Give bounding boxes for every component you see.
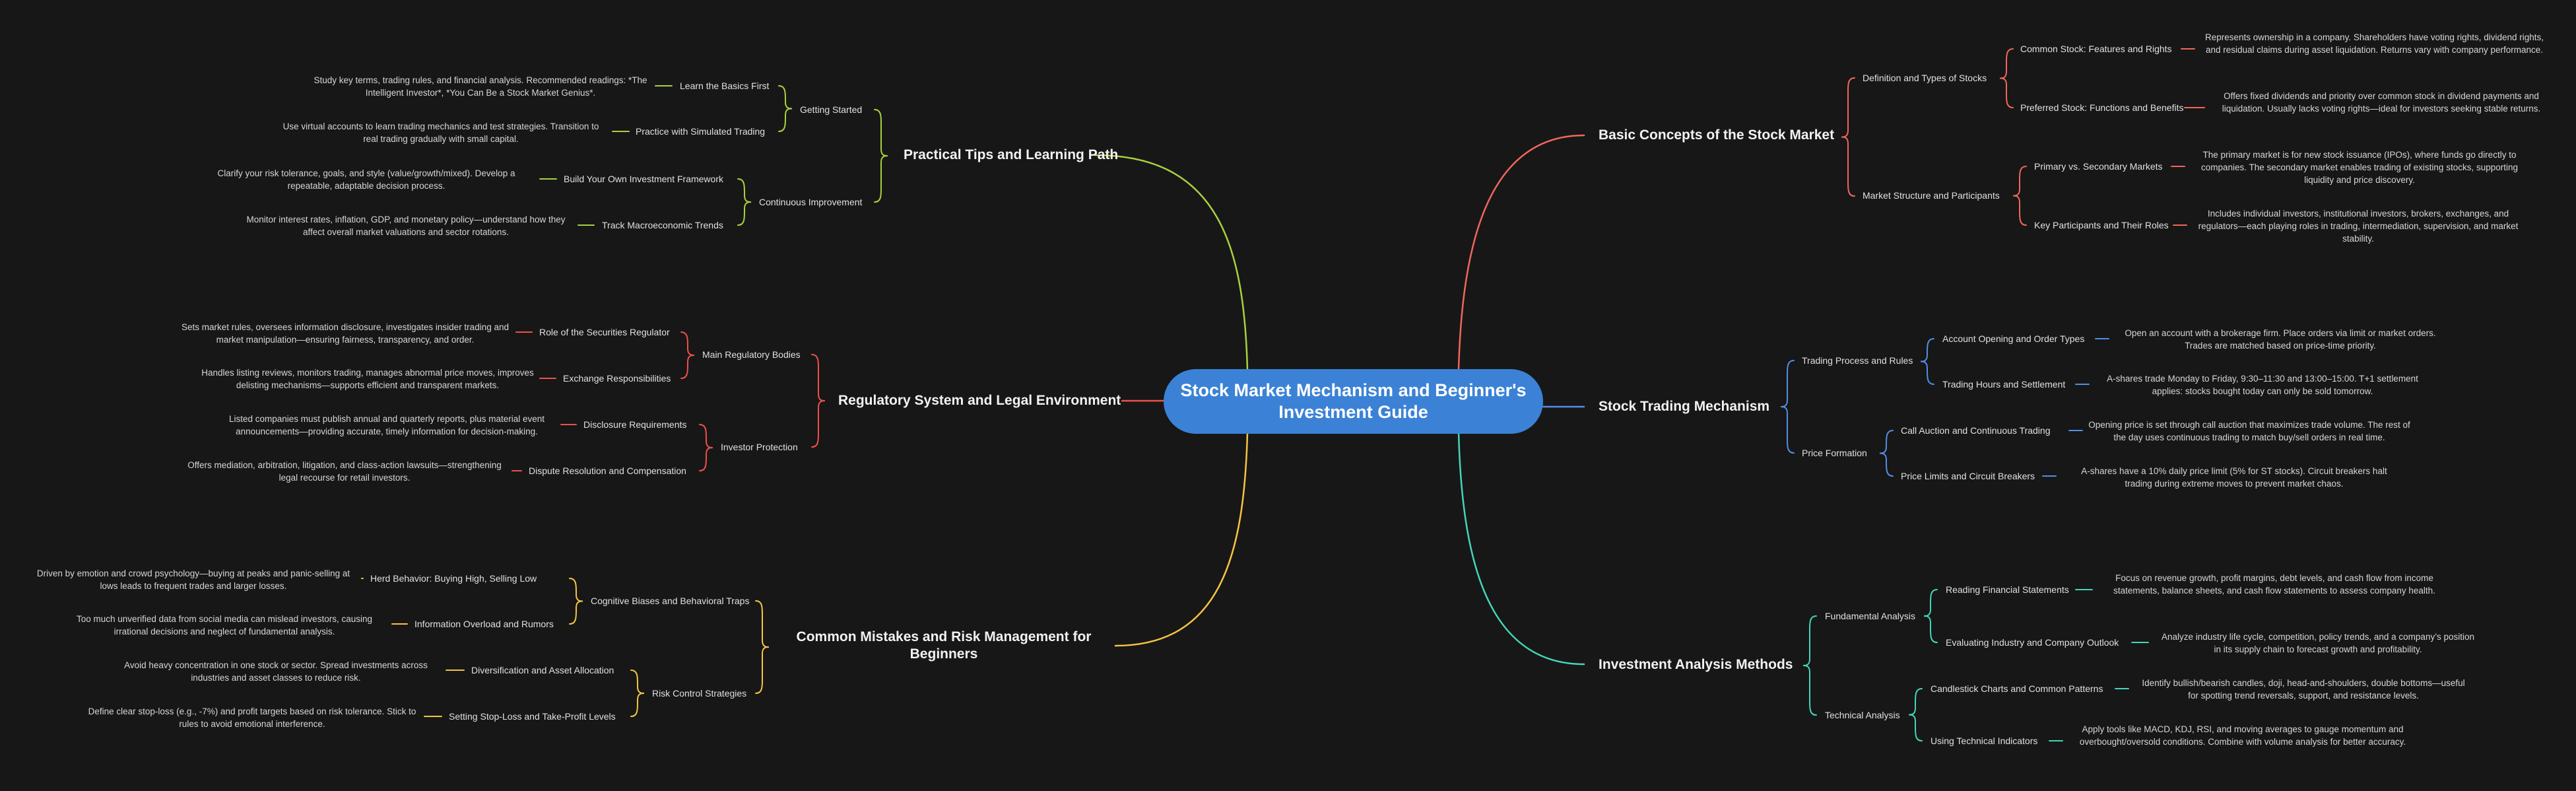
topic-risk-control[interactable]: Risk Control Strategies <box>652 688 747 699</box>
detail-herd-behavior: Driven by emotion and crowd psychology—b… <box>36 568 350 591</box>
subtopic-securities-regulator[interactable]: Role of the Securities Regulator <box>539 327 670 337</box>
bracket-fundamental <box>1923 589 1938 643</box>
detail-simulated-trading: Use virtual accounts to learn trading me… <box>282 121 599 144</box>
detail-candlestick-charts: Identify bullish/bearish candles, doji, … <box>2142 678 2465 701</box>
subtopic-simulated-trading[interactable]: Practice with Simulated Trading <box>636 126 766 137</box>
subtopic-account-opening[interactable]: Account Opening and Order Types <box>1942 333 2085 344</box>
bracket-getting-started <box>778 85 793 132</box>
topic-market-structure[interactable]: Market Structure and Participants <box>1863 190 2000 201</box>
bracket-regulatory-bodies <box>680 331 695 379</box>
detail-learn-basics: Study key terms, trading rules, and fina… <box>314 75 647 98</box>
detail-financial-statements: Focus on revenue growth, profit margins,… <box>2113 573 2435 596</box>
topic-investor-protection[interactable]: Investor Protection <box>721 442 798 452</box>
bracket-risk-control <box>630 670 645 717</box>
topic-fundamental-analysis[interactable]: Fundamental Analysis <box>1825 611 1915 621</box>
subtopic-diversification[interactable]: Diversification and Asset Allocation <box>471 665 614 675</box>
detail-dispute-resolution: Offers mediation, arbitration, litigatio… <box>187 460 502 483</box>
bracket-continuous <box>737 178 752 226</box>
branch-analysis-methods[interactable]: Investment Analysis Methods <box>1599 657 1793 672</box>
branch-regulatory-system[interactable]: Regulatory System and Legal Environment <box>838 393 1121 408</box>
detail-technical-indicators: Apply tools like MACD, KDJ, RSI, and mov… <box>2079 724 2406 747</box>
subtopic-exchange-responsibilities[interactable]: Exchange Responsibilities <box>563 373 671 384</box>
subtopic-herd-behavior[interactable]: Herd Behavior: Buying High, Selling Low <box>370 573 537 584</box>
subtopic-learn-basics[interactable]: Learn the Basics First <box>680 81 770 91</box>
topic-technical-analysis[interactable]: Technical Analysis <box>1825 710 1900 720</box>
subtopic-primary-secondary[interactable]: Primary vs. Secondary Markets <box>2034 161 2163 172</box>
topic-trading-process[interactable]: Trading Process and Rules <box>1802 355 1913 366</box>
topic-cognitive-biases[interactable]: Cognitive Biases and Behavioral Traps <box>591 596 750 606</box>
detail-key-participants: Includes individual investors, instituti… <box>2198 209 2519 244</box>
subtopic-price-limits[interactable]: Price Limits and Circuit Breakers <box>1901 471 2035 481</box>
root-node[interactable]: Stock Market Mechanism and Beginner's In… <box>1164 369 1543 434</box>
link-root-mistakes <box>1114 431 1249 647</box>
subtopic-common-stock[interactable]: Common Stock: Features and Rights <box>2020 44 2172 54</box>
bracket-trading-process <box>1920 338 1934 385</box>
detail-securities-regulator: Sets market rules, oversees information … <box>182 322 509 345</box>
detail-diversification: Avoid heavy concentration in one stock o… <box>124 660 428 683</box>
subtopic-technical-indicators[interactable]: Using Technical Indicators <box>1931 736 2038 746</box>
subtopic-stop-loss[interactable]: Setting Stop-Loss and Take-Profit Levels <box>449 711 616 722</box>
bracket-trading <box>1780 360 1795 454</box>
link-root-practical <box>1094 154 1249 371</box>
subtopic-disclosure[interactable]: Disclosure Requirements <box>583 419 687 430</box>
detail-industry-outlook: Analyze industry life cycle, competition… <box>2162 632 2474 654</box>
detail-price-limits: A-shares have a 10% daily price limit (5… <box>2081 466 2387 489</box>
topic-definition-types[interactable]: Definition and Types of Stocks <box>1863 73 1987 83</box>
subtopic-investment-framework[interactable]: Build Your Own Investment Framework <box>564 174 723 184</box>
subtopic-macro-trends[interactable]: Track Macroeconomic Trends <box>602 220 723 230</box>
topic-continuous-improvement[interactable]: Continuous Improvement <box>759 197 863 207</box>
bracket-regulatory <box>811 354 826 448</box>
detail-preferred-stock: Offers fixed dividends and priority over… <box>2222 91 2541 114</box>
branch-practical-tips[interactable]: Practical Tips and Learning Path <box>904 147 1119 162</box>
detail-stop-loss: Define clear stop-loss (e.g., -7%) and p… <box>88 706 416 729</box>
bracket-basic-structure <box>2012 166 2027 226</box>
subtopic-preferred-stock[interactable]: Preferred Stock: Functions and Benefits <box>2020 102 2184 113</box>
detail-primary-secondary: The primary market is for new stock issu… <box>2200 150 2518 185</box>
bracket-analysis <box>1802 615 1817 716</box>
subtopic-key-participants[interactable]: Key Participants and Their Roles <box>2034 220 2169 230</box>
link-root-analysis <box>1457 431 1585 666</box>
subtopic-dispute-resolution[interactable]: Dispute Resolution and Compensation <box>529 465 686 476</box>
subtopic-trading-hours[interactable]: Trading Hours and Settlement <box>1942 379 2066 390</box>
bracket-basic <box>1841 77 1855 197</box>
detail-information-overload: Too much unverified data from social med… <box>77 614 372 636</box>
bracket-investor-protection <box>699 424 713 471</box>
bracket-practical <box>874 109 888 203</box>
subtopic-industry-outlook[interactable]: Evaluating Industry and Company Outlook <box>1946 637 2119 648</box>
topic-getting-started[interactable]: Getting Started <box>800 104 863 115</box>
bracket-technical <box>1908 688 1923 741</box>
branch-common-mistakes[interactable]: Common Mistakes and Risk Management for … <box>796 629 1092 662</box>
topic-price-formation[interactable]: Price Formation <box>1802 448 1867 458</box>
bracket-cognitive <box>569 578 583 625</box>
subtopic-financial-statements[interactable]: Reading Financial Statements <box>1946 584 2069 595</box>
branch-basic-concepts[interactable]: Basic Concepts of the Stock Market <box>1599 127 1835 143</box>
subtopic-call-auction[interactable]: Call Auction and Continuous Trading <box>1901 425 2051 436</box>
bracket-price-formation <box>1879 430 1894 477</box>
detail-exchange-responsibilities: Handles listing reviews, monitors tradin… <box>201 368 534 390</box>
subtopic-candlestick-charts[interactable]: Candlestick Charts and Common Patterns <box>1931 683 2103 694</box>
detail-call-auction: Opening price is set through call auctio… <box>2088 420 2410 442</box>
detail-trading-hours: A-shares trade Monday to Friday, 9:30–11… <box>2107 374 2418 396</box>
detail-disclosure: Listed companies must publish annual and… <box>228 414 545 436</box>
bracket-mistakes <box>755 600 770 694</box>
subtopic-information-overload[interactable]: Information Overload and Rumors <box>414 619 554 629</box>
detail-common-stock: Represents ownership in a company. Share… <box>2204 32 2544 55</box>
detail-investment-framework: Clarify your risk tolerance, goals, and … <box>217 168 515 191</box>
topic-regulatory-bodies[interactable]: Main Regulatory Bodies <box>702 349 801 360</box>
detail-macro-trends: Monitor interest rates, inflation, GDP, … <box>246 215 566 237</box>
detail-account-opening: Open an account with a brokerage firm. P… <box>2125 328 2436 351</box>
bracket-basic-types <box>1999 48 2014 108</box>
branch-trading-mechanism[interactable]: Stock Trading Mechanism <box>1599 399 1770 414</box>
link-root-basic <box>1457 134 1585 371</box>
